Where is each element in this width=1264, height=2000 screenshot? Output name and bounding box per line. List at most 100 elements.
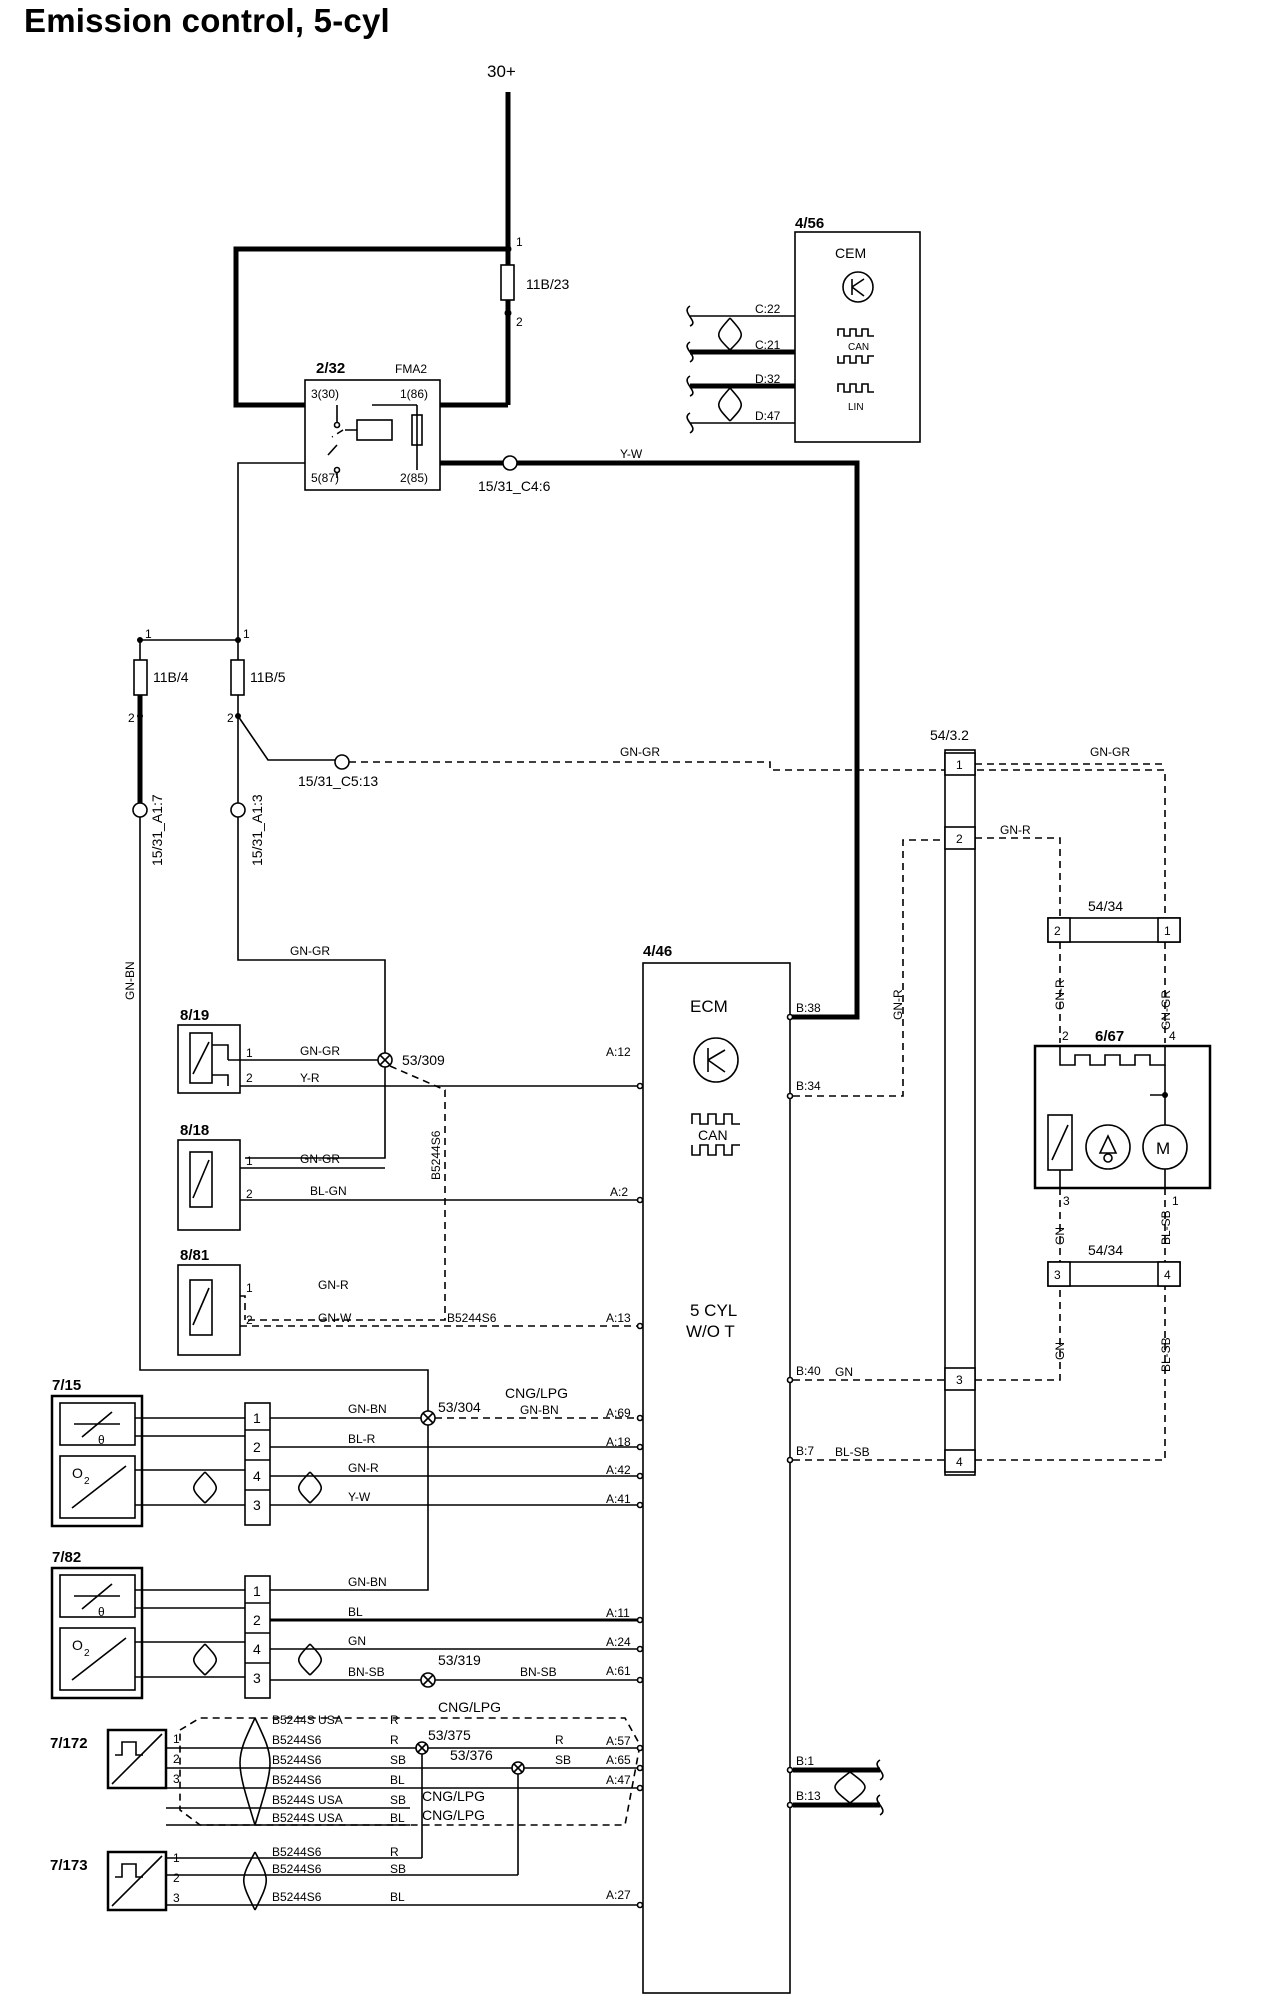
svg-text:GN: GN [1053, 1227, 1067, 1245]
svg-text:2: 2 [253, 1612, 261, 1628]
svg-text:4: 4 [956, 1455, 963, 1469]
svg-text:53/319: 53/319 [438, 1652, 481, 1668]
relay-fma2: 2/32 FMA2 3(30) 1(86) 5(87) 2(85) [304, 360, 441, 491]
svg-text:3(30): 3(30) [311, 387, 339, 401]
svg-text:15/31_A1:3: 15/31_A1:3 [249, 794, 265, 866]
svg-text:1: 1 [243, 627, 250, 641]
svg-text:A:2: A:2 [610, 1185, 628, 1199]
sensor-7-82: 7/82 θ O 2 [50, 1549, 144, 1700]
svg-text:1: 1 [173, 1732, 180, 1746]
svg-text:2: 2 [1054, 924, 1061, 938]
svg-text:11B/5: 11B/5 [250, 669, 286, 685]
svg-text:R: R [390, 1845, 399, 1859]
svg-text:R: R [555, 1733, 564, 1747]
svg-text:3: 3 [1063, 1194, 1070, 1208]
wire-loop-to-relay [233, 246, 508, 408]
svg-text:GN-GR: GN-GR [300, 1152, 340, 1166]
svg-text:A:57: A:57 [606, 1734, 631, 1748]
svg-text:2: 2 [227, 711, 234, 725]
connector-c46-ring [502, 455, 518, 471]
svg-text:B:40: B:40 [796, 1364, 821, 1378]
svg-text:A:47: A:47 [606, 1773, 631, 1787]
svg-text:54/3.2: 54/3.2 [930, 727, 969, 743]
svg-text:54/34: 54/34 [1088, 1242, 1123, 1258]
svg-text:GN-GR: GN-GR [620, 745, 660, 759]
wire-relay87 [237, 462, 305, 640]
svg-text:B5244S6: B5244S6 [447, 1311, 497, 1325]
svg-text:FMA2: FMA2 [395, 362, 427, 376]
svg-text:Y-W: Y-W [348, 1490, 371, 1504]
connector-7-82-block: 1 2 4 3 [244, 1575, 271, 1699]
svg-text:1: 1 [145, 627, 152, 641]
svg-text:LIN: LIN [848, 402, 864, 413]
svg-text:CAN: CAN [698, 1127, 728, 1143]
svg-text:1: 1 [1172, 1194, 1179, 1208]
svg-text:GN-BN: GN-BN [123, 961, 137, 1000]
fuel-pump-6-67: 6/67 2 4 3 1 M [1033, 1028, 1212, 1208]
svg-text:53/375: 53/375 [428, 1727, 471, 1743]
svg-text:15/31_C4:6: 15/31_C4:6 [478, 478, 551, 494]
svg-text:CEM: CEM [835, 245, 866, 261]
svg-text:2/32: 2/32 [316, 360, 345, 377]
svg-text:4: 4 [253, 1468, 261, 1484]
svg-text:54/34: 54/34 [1088, 898, 1123, 914]
svg-text:7/82: 7/82 [52, 1549, 81, 1566]
svg-text:GN-R: GN-R [318, 1278, 349, 1292]
svg-text:8/19: 8/19 [180, 1007, 209, 1024]
sensor-7-15: 7/15 θ O 2 [50, 1377, 144, 1528]
fuse-11b-23: 1 2 11B/23 [500, 235, 570, 329]
svg-text:CAN: CAN [848, 342, 869, 353]
svg-text:1: 1 [1164, 924, 1171, 938]
sensor-8-81: 8/81 1 2 [177, 1247, 253, 1356]
svg-text:Y-W: Y-W [620, 447, 643, 461]
svg-text:B:1: B:1 [796, 1754, 814, 1768]
svg-text:BL: BL [348, 1605, 363, 1619]
svg-text:GN-GR: GN-GR [1090, 745, 1130, 759]
svg-text:B5244S6: B5244S6 [272, 1862, 322, 1876]
svg-text:2: 2 [173, 1871, 180, 1885]
svg-text:θ: θ [98, 1605, 105, 1619]
svg-text:2: 2 [128, 711, 135, 725]
svg-text:B:34: B:34 [796, 1079, 821, 1093]
svg-text:CNG/LPG: CNG/LPG [505, 1385, 568, 1401]
svg-text:2: 2 [956, 832, 963, 846]
fuse-11b-5: 1 2 11B/5 [227, 627, 286, 725]
connector-7-15-block: 1 2 4 3 [244, 1402, 271, 1526]
svg-text:CNG/LPG: CNG/LPG [422, 1788, 485, 1804]
svg-text:C:22: C:22 [755, 302, 781, 316]
svg-text:4/56: 4/56 [795, 215, 824, 232]
svg-text:1: 1 [246, 1281, 253, 1295]
svg-text:A:27: A:27 [606, 1888, 631, 1902]
svg-text:53/376: 53/376 [450, 1747, 493, 1763]
svg-text:BL: BL [390, 1811, 405, 1825]
svg-text:3: 3 [173, 1891, 180, 1905]
svg-text:B5244S USA: B5244S USA [272, 1793, 343, 1807]
svg-text:CNG/LPG: CNG/LPG [438, 1699, 501, 1715]
svg-text:θ: θ [98, 1433, 105, 1447]
svg-text:BN-SB: BN-SB [348, 1665, 385, 1679]
svg-text:3: 3 [253, 1670, 261, 1686]
svg-text:BL-GN: BL-GN [310, 1184, 347, 1198]
svg-text:4: 4 [1164, 1268, 1171, 1282]
svg-text:53/304: 53/304 [438, 1399, 481, 1415]
svg-text:1: 1 [253, 1410, 261, 1426]
sensor-8-19: 8/19 1 2 [177, 1007, 253, 1094]
svg-text:3: 3 [956, 1373, 963, 1387]
svg-text:A:13: A:13 [606, 1311, 631, 1325]
svg-text:SB: SB [390, 1862, 406, 1876]
svg-text:15/31_A1:7: 15/31_A1:7 [149, 794, 165, 866]
fuse-11b-4: 1 2 11B/4 [128, 627, 189, 725]
svg-text:R: R [390, 1713, 399, 1727]
svg-text:2: 2 [246, 1071, 253, 1085]
svg-text:GN: GN [835, 1365, 853, 1379]
svg-text:BN-SB: BN-SB [520, 1665, 557, 1679]
svg-text:2: 2 [246, 1187, 253, 1201]
svg-text:3: 3 [1054, 1268, 1061, 1282]
svg-text:GN-GR: GN-GR [300, 1044, 340, 1058]
svg-text:2: 2 [246, 1313, 253, 1327]
wire-yw-to-ecm [517, 460, 860, 1020]
svg-text:B5244S6: B5244S6 [272, 1753, 322, 1767]
svg-text:B5244S6: B5244S6 [272, 1890, 322, 1904]
svg-text:15/31_C5:13: 15/31_C5:13 [298, 773, 378, 789]
